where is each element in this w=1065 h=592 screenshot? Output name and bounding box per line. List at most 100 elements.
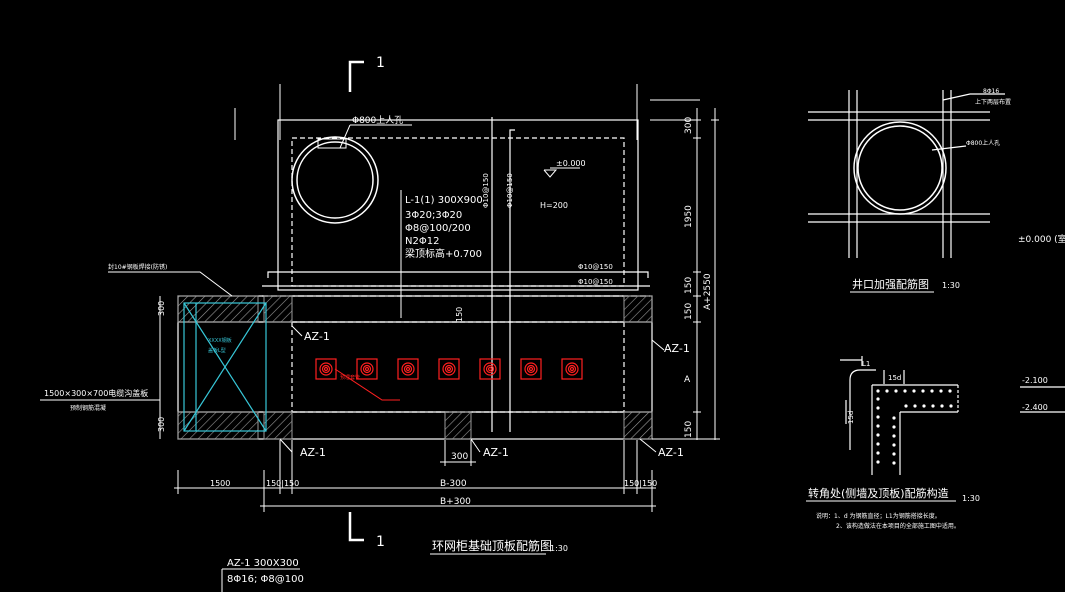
- cover-plate: [183, 302, 267, 432]
- corner-d15b: 15d: [847, 411, 855, 424]
- dim-a: A: [684, 375, 691, 385]
- sleeve-ring: [442, 362, 456, 376]
- rebar-dot: [892, 434, 896, 438]
- manhole-label: Φ800上人孔: [352, 115, 403, 126]
- red-note: 预埋套管: [340, 374, 360, 381]
- az-leaders: [279, 325, 665, 453]
- conduit-sleeves: [315, 358, 583, 380]
- beam-line-4: N2Φ12: [405, 236, 439, 247]
- rebar-dot: [922, 404, 926, 408]
- sleeve-ring: [487, 366, 493, 372]
- sleeve-ring: [401, 362, 415, 376]
- sleeve-ring: [362, 364, 372, 374]
- rebar-vertical: [491, 117, 515, 432]
- rebar-dot: [876, 442, 880, 446]
- rebar-dot: [940, 404, 944, 408]
- rebar-dot: [876, 460, 880, 464]
- rebar-dot: [876, 451, 880, 455]
- az-legend-title: AZ-1 300X300: [227, 558, 299, 569]
- plan-title: 环网柜基础顶板配筋图: [432, 538, 552, 553]
- az-label-5: AZ-1: [658, 446, 684, 459]
- sleeve-ring: [485, 364, 495, 374]
- rebar-h2-label: Φ10@150: [578, 278, 613, 286]
- rebar-dot: [948, 389, 952, 393]
- dim-300-bottom: 300: [451, 452, 468, 462]
- rebar-dot: [876, 397, 880, 401]
- well-title: 井口加强配筋图: [852, 277, 929, 291]
- sleeve-ring: [446, 366, 452, 372]
- rebar-dot: [931, 404, 935, 408]
- well-detail: [808, 90, 1005, 258]
- cyan-note-2: 盖板L型: [208, 347, 226, 354]
- az-label-3: AZ-1: [300, 446, 326, 459]
- level-label: ±0.000: [556, 159, 586, 168]
- dim-300-left-bot: 300: [157, 417, 166, 432]
- well-scale: 1:30: [942, 281, 960, 290]
- sleeve-box: [315, 358, 337, 380]
- rebar-dot: [876, 406, 880, 410]
- az-legend: AZ-1 300X300 8Φ16; Φ8@100: [221, 558, 304, 592]
- dim-b-minus: B-300: [440, 479, 467, 489]
- az-label-1: AZ-1: [304, 330, 330, 343]
- sleeve-ring: [524, 362, 538, 376]
- sleeve-ring: [528, 366, 534, 372]
- rebar-dot: [903, 389, 907, 393]
- beam-line-3: Φ8@100/200: [405, 223, 471, 234]
- rebar-dot: [876, 424, 880, 428]
- sleeve-ring: [403, 364, 413, 374]
- dim-150-b: 150: [684, 303, 694, 320]
- rebar-dot: [892, 461, 896, 465]
- beam-line-2: 3Φ20;3Φ20: [405, 210, 462, 221]
- red-leader: [334, 368, 400, 401]
- sleeve-box: [479, 358, 501, 380]
- left-spec: 1500×300×700电缆沟盖板: [44, 388, 148, 398]
- rebar-v2-label: Φ10@150: [506, 173, 514, 208]
- rebar-dot: [921, 389, 925, 393]
- corner-level-1: -2.100: [1022, 376, 1048, 385]
- sleeve-box: [356, 358, 378, 380]
- sleeve-box: [520, 358, 542, 380]
- sleeve-ring: [364, 366, 370, 372]
- beam-line-5: 梁顶标高+0.700: [405, 247, 482, 260]
- plan-outline: [277, 119, 639, 291]
- section-mark-bottom-label: 1: [376, 534, 385, 550]
- sleeve-ring: [444, 364, 454, 374]
- dim-top: 300: [684, 117, 694, 134]
- sleeve-ring: [567, 364, 577, 374]
- sleeve-ring: [405, 366, 411, 372]
- dim-bottom: [174, 440, 656, 512]
- rebar-dot: [892, 443, 896, 447]
- sleeve-ring: [319, 362, 333, 376]
- left-note: 封10#钢板焊接(防锈): [108, 263, 167, 271]
- dim-b-plus: B+300: [440, 497, 471, 507]
- corner-d15a: 15d: [888, 374, 901, 382]
- rebar-h1-label: Φ10@150: [578, 263, 613, 271]
- sleeve-ring: [483, 362, 497, 376]
- plan-scale: 1:30: [550, 544, 568, 553]
- rebar-v1-label: Φ10@150: [482, 173, 490, 208]
- corner-l1: L1: [862, 360, 870, 368]
- rebar-dot: [894, 389, 898, 393]
- corner-note-2: 2、该构造做法在本项目的全部施工图中适用。: [836, 522, 960, 530]
- section-mark-top-label: 1: [376, 55, 385, 71]
- corner-note-1: 说明：1、d 为钢筋直径；L1为钢筋搭接长度。: [816, 512, 941, 520]
- corner-scale: 1:30: [962, 494, 980, 503]
- az-label-2: AZ-1: [664, 342, 690, 355]
- az-legend-spec: 8Φ16; Φ8@100: [227, 574, 304, 585]
- rebar-dot: [912, 389, 916, 393]
- sleeve-box: [397, 358, 419, 380]
- sleeve-ring: [321, 364, 331, 374]
- az-label-4: AZ-1: [483, 446, 509, 459]
- sleeve-box: [561, 358, 583, 380]
- well-rebar-note: 上下两层布置: [975, 98, 1011, 106]
- section-mark-top: [348, 60, 364, 92]
- rebar-dot: [876, 433, 880, 437]
- section-mark-bottom: [348, 512, 364, 542]
- dim-150150-left: 150|150: [266, 479, 299, 488]
- sleeve-ring: [526, 364, 536, 374]
- sleeve-ring: [565, 362, 579, 376]
- manhole-circle: [291, 124, 412, 224]
- left-spec-2: 预制钢筋混凝: [70, 404, 106, 412]
- extension-lines: [234, 84, 700, 140]
